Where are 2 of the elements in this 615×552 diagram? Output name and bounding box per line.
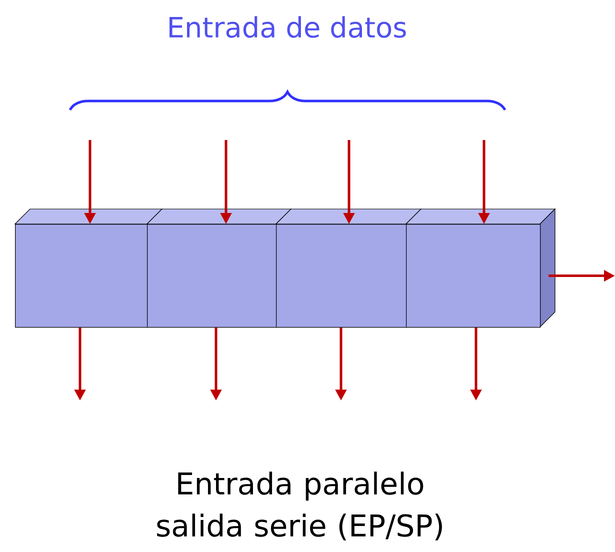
caption: Entrada paralelo salida serie (EP/SP) bbox=[157, 472, 442, 540]
brace-label: Entrada de datos bbox=[170, 16, 406, 38]
